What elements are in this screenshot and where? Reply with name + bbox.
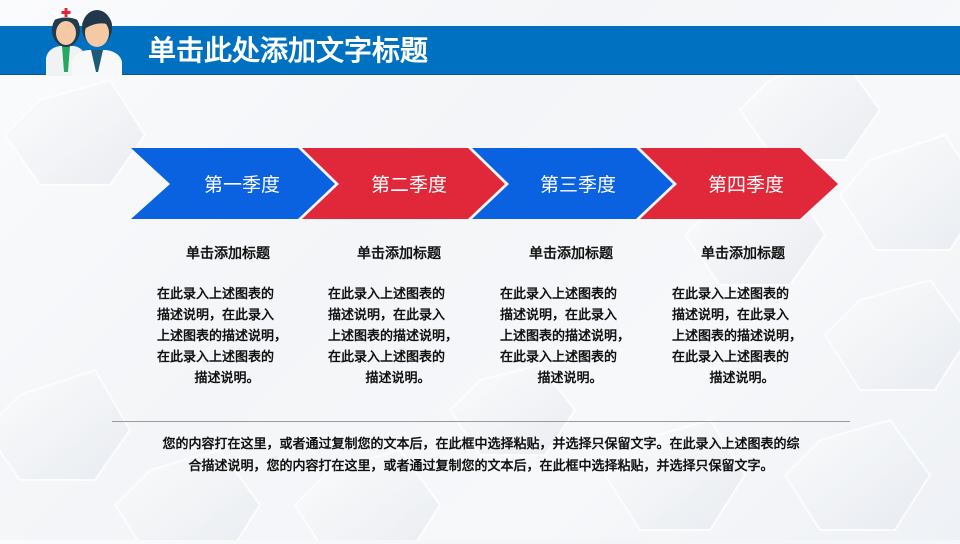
description-line: 描述说明。 [709, 371, 775, 386]
description-line: 在此录入上述图表的 [157, 350, 275, 365]
column-heading[interactable]: 单击添加标题 [186, 246, 270, 262]
description-line: 在此录入上述图表的 [500, 287, 618, 302]
description-line: 描述说明，在此录入 [328, 308, 446, 323]
column-heading[interactable]: 单击添加标题 [529, 246, 613, 262]
description-line: 描述说明。 [194, 371, 260, 386]
column-heading[interactable]: 单击添加标题 [357, 246, 441, 262]
quarter-label-4: 第四季度 [707, 174, 784, 196]
quarter-arrow-2[interactable] [302, 148, 505, 219]
doctor-nurse-avatars-icon [38, 0, 138, 76]
description-line: 在此录入上述图表的 [328, 287, 446, 302]
quarter-label-3: 第三季度 [539, 174, 616, 196]
description-line: 上述图表的描述说明， [328, 329, 459, 344]
description-line: 描述说明。 [365, 371, 431, 386]
divider-line [112, 421, 850, 422]
description-line: 在此录入上述图表的 [672, 350, 790, 365]
summary-text[interactable]: 您的内容打在这里，或者通过复制您的文本后，在此框中选择粘贴，并选择只保留文字。在… [112, 434, 850, 478]
description-line: 上述图表的描述说明， [672, 329, 803, 344]
quarter-arrow-3[interactable] [472, 148, 673, 219]
description-line: 描述说明，在此录入 [500, 308, 618, 323]
quarter-column-2: 单击添加标题 在此录入上述图表的 描述说明，在此录入 上述图表的描述说明， 在此… [314, 244, 484, 389]
description-line: 描述说明，在此录入 [672, 308, 790, 323]
quarter-arrow-4[interactable] [640, 148, 838, 219]
description-line: 在此录入上述图表的 [500, 350, 618, 365]
column-description[interactable]: 在此录入上述图表的 描述说明，在此录入 上述图表的描述说明， 在此录入上述图表的… [314, 284, 478, 389]
quarter-label-1: 第一季度 [203, 174, 280, 196]
description-line: 在此录入上述图表的 [672, 287, 790, 302]
quarter-column-4: 单击添加标题 在此录入上述图表的 描述说明，在此录入 上述图表的描述说明， 在此… [658, 244, 828, 389]
summary-line-2: 合描述说明，您的内容打在这里，或者通过复制您的文本后，在此框中选择粘贴，并选择只… [188, 459, 774, 474]
description-line: 在此录入上述图表的 [157, 287, 275, 302]
description-line: 在此录入上述图表的 [328, 350, 446, 365]
description-line: 上述图表的描述说明， [157, 329, 288, 344]
column-description[interactable]: 在此录入上述图表的 描述说明，在此录入 上述图表的描述说明， 在此录入上述图表的… [143, 284, 307, 389]
page-title[interactable]: 单击此处添加文字标题 [148, 34, 429, 67]
description-line: 上述图表的描述说明， [500, 329, 631, 344]
column-heading[interactable]: 单击添加标题 [701, 246, 785, 262]
title-bar [0, 26, 960, 75]
description-line: 描述说明，在此录入 [157, 308, 275, 323]
description-line: 描述说明。 [537, 371, 603, 386]
quarter-column-3: 单击添加标题 在此录入上述图表的 描述说明，在此录入 上述图表的描述说明， 在此… [486, 244, 656, 389]
summary-line-1: 您的内容打在这里，或者通过复制您的文本后，在此框中选择粘贴，并选择只保留文字。在… [162, 437, 800, 452]
column-description[interactable]: 在此录入上述图表的 描述说明，在此录入 上述图表的描述说明， 在此录入上述图表的… [486, 284, 650, 389]
column-description[interactable]: 在此录入上述图表的 描述说明，在此录入 上述图表的描述说明， 在此录入上述图表的… [658, 284, 822, 389]
quarter-column-1: 单击添加标题 在此录入上述图表的 描述说明，在此录入 上述图表的描述说明， 在此… [143, 244, 313, 389]
quarter-arrow-1[interactable] [131, 148, 335, 219]
quarter-label-2: 第二季度 [370, 174, 447, 196]
